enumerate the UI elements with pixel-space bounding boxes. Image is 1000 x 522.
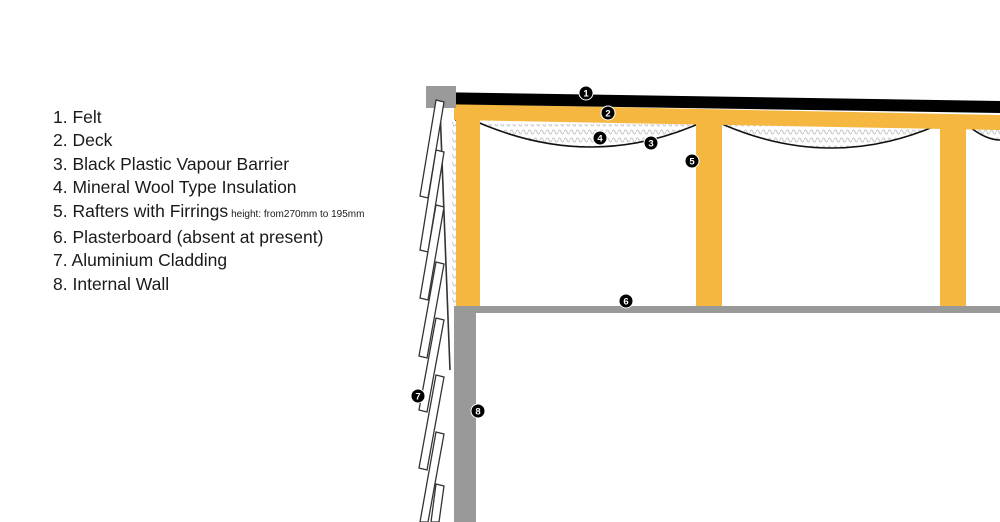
marker-number: 5: [689, 157, 695, 168]
legend-note: height: from270mm to 195mm: [231, 208, 365, 220]
marker-number: 2: [605, 109, 610, 120]
legend-label: Mineral Wool Type Insulation: [72, 177, 297, 198]
legend: 1. Felt 2. Deck 3. Black Plastic Vapour …: [53, 106, 364, 296]
marker-circle: [578, 85, 594, 101]
marker-number: 7: [415, 392, 420, 403]
legend-label: Black Plastic Vapour Barrier: [72, 153, 290, 174]
marker-circle: [410, 388, 426, 404]
legend-label: Plasterboard (absent at present): [72, 227, 324, 248]
marker-circle: [618, 293, 634, 309]
marker-1: 1: [578, 85, 594, 101]
cladding-panel: [430, 483, 445, 522]
legend-label: Felt: [72, 107, 102, 127]
rafters: [456, 118, 966, 306]
marker-circle: [684, 153, 700, 169]
marker-number: 3: [648, 139, 653, 150]
legend-item-internal-wall: 8. Internal Wall: [53, 273, 364, 296]
marker-8: 8: [470, 403, 486, 419]
cladding-panel: [419, 204, 445, 301]
legend-number: 8.: [53, 273, 68, 294]
legend-item-cladding: 7. Aluminium Cladding: [53, 249, 364, 272]
marker-number: 6: [623, 297, 628, 308]
rafter: [696, 122, 722, 306]
legend-number: 7.: [53, 250, 68, 271]
fascia-cap: [426, 86, 456, 108]
legend-number: 6.: [53, 227, 68, 248]
vapour-barrier-line: [721, 123, 941, 149]
cladding-panel: [418, 374, 445, 471]
marker-circle: [592, 130, 608, 146]
insulation-pocket: [482, 124, 698, 147]
legend-number: 5.: [53, 200, 68, 221]
marker-3: 3: [643, 135, 659, 151]
legend-number: 4.: [53, 177, 68, 198]
legend-item-vapour-barrier: 3. Black Plastic Vapour Barrier: [53, 153, 364, 176]
legend-number: 1.: [53, 107, 68, 127]
marker-7: 7: [410, 388, 426, 404]
marker-6: 6: [618, 293, 634, 309]
legend-item-plasterboard: 6. Plasterboard (absent at present): [53, 226, 364, 249]
marker-circle: [600, 105, 616, 121]
legend-label: Rafters with Firrings: [72, 200, 229, 221]
deck: [454, 104, 1000, 130]
plasterboard: [454, 306, 1000, 313]
marker-circle: [470, 403, 486, 419]
felt: [430, 92, 1000, 113]
legend-label: Aluminium Cladding: [71, 250, 228, 271]
cladding-panel: [418, 261, 445, 359]
aluminium-cladding: [418, 99, 445, 522]
legend-label: Internal Wall: [72, 273, 170, 294]
marker-circle: [643, 135, 659, 151]
legend-item-insulation: 4. Mineral Wool Type Insulation: [53, 176, 364, 199]
legend-number: 2.: [53, 130, 68, 151]
marker-4: 4: [592, 130, 608, 146]
rafter: [456, 118, 480, 306]
legend-label: Deck: [72, 130, 113, 151]
marker-number: 8: [475, 407, 480, 418]
rafter: [940, 126, 966, 306]
marker-5: 5: [684, 153, 700, 169]
marker-number: 1: [583, 89, 589, 100]
cladding-panel: [419, 431, 445, 522]
legend-item-felt: 1. Felt: [53, 106, 364, 129]
marker-2: 2: [600, 105, 616, 121]
legend-number: 3.: [53, 153, 68, 174]
legend-item-deck: 2. Deck: [53, 129, 364, 152]
internal-wall: [454, 313, 476, 522]
cladding-panel: [418, 317, 445, 413]
marker-number: 4: [597, 134, 603, 145]
